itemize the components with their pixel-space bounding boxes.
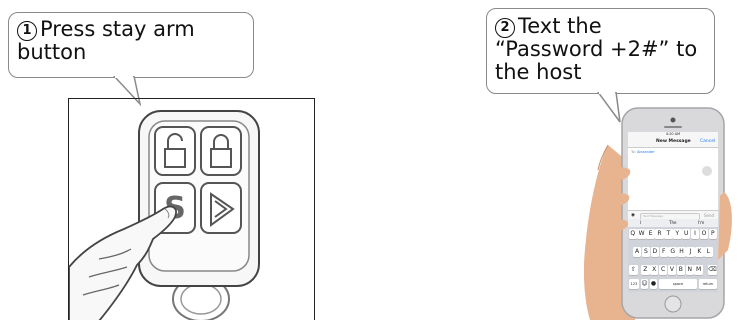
messages-app: 4:20 AM New Message Cancel To: Alexander… <box>628 132 718 292</box>
key-n[interactable]: N <box>686 265 695 275</box>
contact-avatar <box>702 166 712 176</box>
key-l[interactable]: L <box>704 247 713 257</box>
key-w[interactable]: W <box>637 229 646 239</box>
key-z[interactable]: Z <box>641 265 650 275</box>
backspace-icon[interactable]: ⌫ <box>708 265 717 275</box>
suggestion-1[interactable]: I <box>640 219 641 227</box>
key-g[interactable]: G <box>668 247 677 257</box>
key-t[interactable]: T <box>664 229 673 239</box>
space-key[interactable]: space <box>659 279 697 289</box>
key-r[interactable]: R <box>655 229 664 239</box>
home-button[interactable] <box>665 296 681 312</box>
lock-button[interactable] <box>201 127 241 175</box>
key-d[interactable]: D <box>651 247 660 257</box>
key-j[interactable]: J <box>686 247 695 257</box>
mic-icon[interactable]: ● <box>650 279 657 289</box>
step2-line3: the host <box>495 61 706 84</box>
recipient: Alexander <box>637 150 655 154</box>
step2-text: Text the <box>518 14 602 38</box>
remote-photo: S <box>68 98 315 320</box>
suggestion-2[interactable]: The <box>669 219 676 227</box>
key-y[interactable]: Y <box>673 229 682 239</box>
header-title: New Message <box>656 139 691 144</box>
shift-icon[interactable]: ⇧ <box>629 265 638 275</box>
key-m[interactable]: M <box>694 265 703 275</box>
step1-text: Press stay arm <box>40 17 195 41</box>
key-v[interactable]: V <box>668 265 677 275</box>
emoji-key[interactable]: ☺ <box>641 279 648 289</box>
to-label: To: <box>631 150 636 154</box>
key-i[interactable]: I <box>691 229 700 239</box>
step2-number: 2 <box>495 18 515 38</box>
numbers-key[interactable]: 123 <box>629 279 639 289</box>
key-h[interactable]: H <box>677 247 686 257</box>
suggestion-3[interactable]: I'm <box>698 219 704 227</box>
key-q[interactable]: Q <box>629 229 638 239</box>
camera-icon[interactable]: ◉ <box>631 213 635 218</box>
key-s[interactable]: S <box>642 247 651 257</box>
key-c[interactable]: C <box>659 265 668 275</box>
remote-illustration: S <box>69 99 315 320</box>
key-p[interactable]: P <box>709 229 718 239</box>
key-x[interactable]: X <box>650 265 659 275</box>
step2-line2: “Password +2#” to <box>495 38 706 61</box>
message-header: New Message Cancel <box>628 137 718 148</box>
key-u[interactable]: U <box>682 229 691 239</box>
thumb <box>718 192 732 260</box>
step1-number: 1 <box>17 21 37 41</box>
key-f[interactable]: F <box>660 247 669 257</box>
key-a[interactable]: A <box>633 247 642 257</box>
suggestion-bar: I The I'm <box>628 219 718 227</box>
status-time: 4:20 AM <box>666 132 680 136</box>
key-e[interactable]: E <box>646 229 655 239</box>
step1-line2: button <box>17 41 245 64</box>
speaker-grill <box>664 126 682 128</box>
cancel-button[interactable]: Cancel <box>700 139 715 144</box>
arrow-button[interactable] <box>201 183 241 233</box>
send-button[interactable]: Send <box>704 213 714 218</box>
front-camera-icon <box>671 118 676 123</box>
unlock-button[interactable] <box>155 127 195 175</box>
to-field[interactable]: To: Alexander <box>631 150 655 154</box>
return-key[interactable]: return <box>699 279 717 289</box>
key-o[interactable]: O <box>700 229 709 239</box>
key-b[interactable]: B <box>677 265 686 275</box>
key-k[interactable]: K <box>695 247 704 257</box>
